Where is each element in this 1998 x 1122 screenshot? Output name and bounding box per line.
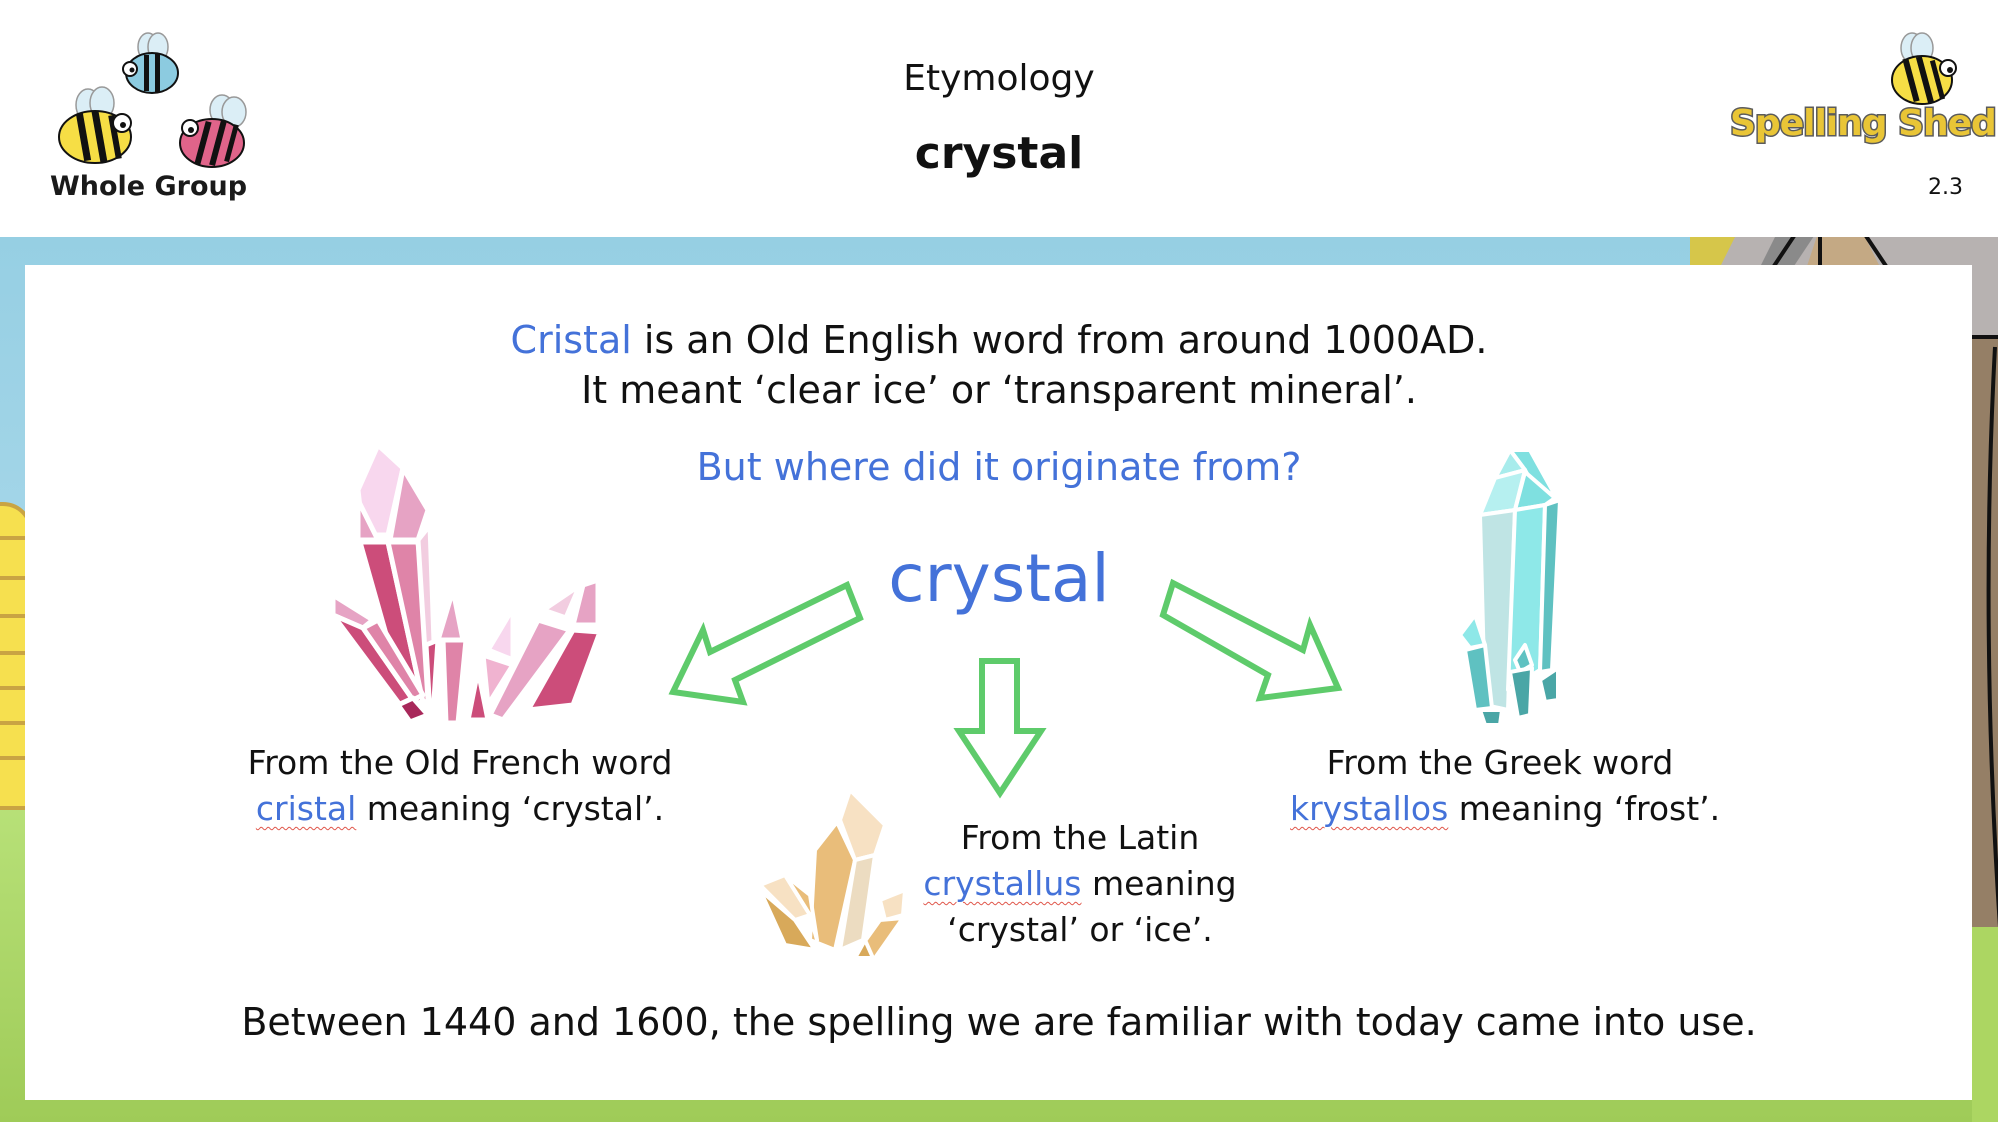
cyan-crystal-icon bbox=[1458, 448, 1562, 727]
center-word: crystal bbox=[888, 540, 1110, 617]
whole-group-logo: Whole Group bbox=[40, 25, 247, 215]
arrow-right-down-icon bbox=[1159, 578, 1343, 702]
origin-french-caption: From the Old French word cristal meaning… bbox=[247, 743, 673, 828]
whole-group-label: Whole Group bbox=[50, 171, 248, 202]
footer-text: Between 1440 and 1600, the spelling we a… bbox=[241, 1000, 1757, 1044]
bees-icon bbox=[58, 32, 247, 168]
pink-crystal-icon bbox=[330, 442, 603, 726]
question-text: But where did it originate from? bbox=[696, 445, 1302, 489]
header: Whole Group Etymology crystal Spelling S… bbox=[0, 0, 1998, 237]
bee-icon bbox=[1891, 32, 1957, 105]
intro-line-2: It meant ‘clear ice’ or ‘transparent min… bbox=[581, 368, 1417, 412]
page-subtitle: Etymology bbox=[903, 58, 1095, 99]
origin-greek-caption: From the Greek word krystallos meaning ‘… bbox=[1290, 743, 1721, 828]
intro-highlight-word: Cristal bbox=[510, 318, 632, 362]
origin-latin-caption: From the Latin crystallus meaning ‘cryst… bbox=[923, 818, 1237, 949]
orange-crystal-icon bbox=[758, 788, 907, 960]
origin-latin-word: crystallus bbox=[923, 864, 1082, 903]
origin-french-word: cristal bbox=[255, 789, 357, 828]
spelling-shed-logo: Spelling Shed bbox=[1720, 25, 1998, 195]
origin-greek-word: krystallos bbox=[1290, 789, 1449, 828]
brand-name: Spelling Shed bbox=[1729, 102, 1998, 146]
arrow-down-icon bbox=[953, 658, 1047, 799]
intro-text: Cristal is an Old English word from arou… bbox=[510, 318, 1488, 412]
page-title: crystal bbox=[914, 128, 1084, 179]
arrow-left-down-icon bbox=[668, 580, 864, 706]
slide-number: 2.3 bbox=[1928, 175, 1963, 200]
